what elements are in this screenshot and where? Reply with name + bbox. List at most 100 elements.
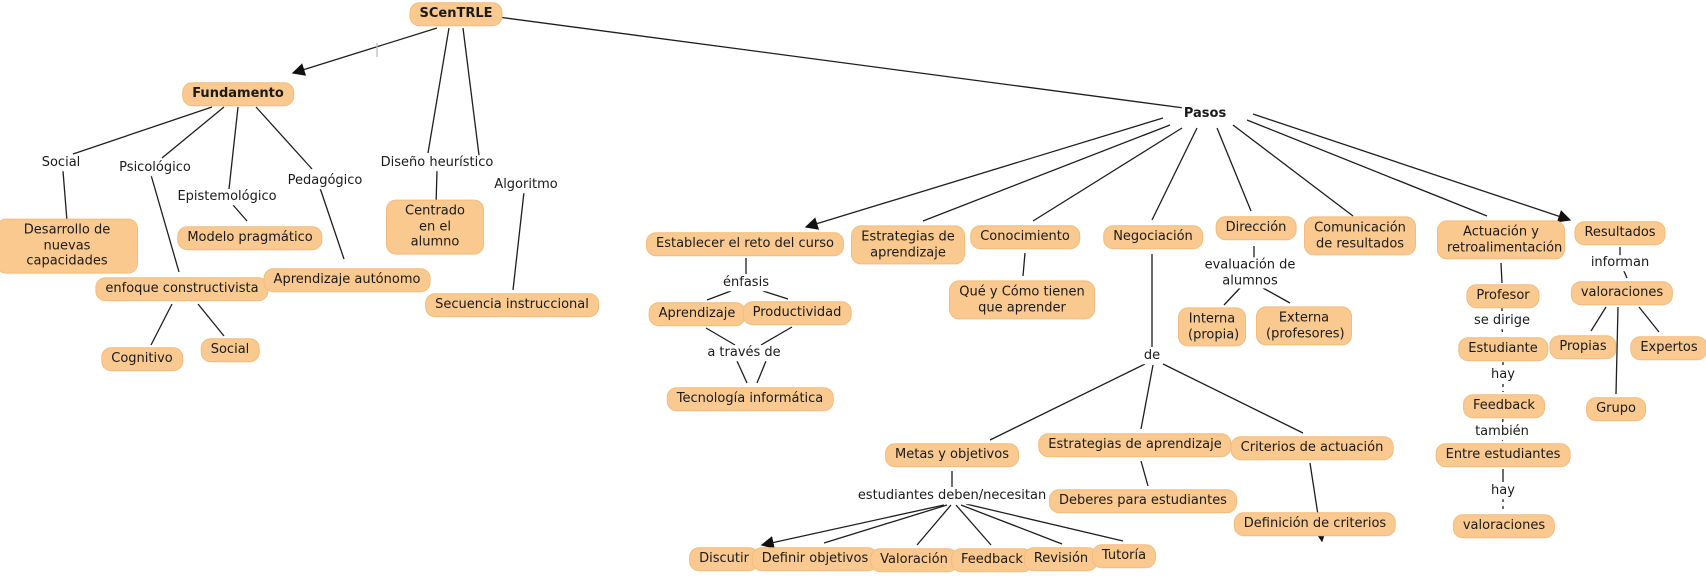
node-entre-estudiantes[interactable]: Entre estudiantes — [1435, 443, 1571, 467]
node-productividad[interactable]: Productividad — [742, 301, 852, 325]
phrase-se-dirige: se dirige — [1472, 313, 1532, 329]
phrase-pedagogico: Pedagógico — [285, 173, 365, 189]
node-estudiante[interactable]: Estudiante — [1458, 337, 1548, 361]
node-criterios-actuacion[interactable]: Criterios de actuación — [1230, 436, 1394, 460]
node-establecer-reto[interactable]: Establecer el reto del curso — [646, 232, 844, 256]
node-conocimiento[interactable]: Conocimiento — [970, 225, 1080, 249]
node-comunicacion-resultados[interactable]: Comunicación de resultados — [1304, 216, 1416, 256]
edge-line — [197, 303, 225, 337]
node-estrategias-aprendizaje-top[interactable]: Estrategias de aprendizaje — [851, 225, 965, 265]
node-definicion-criterios[interactable]: Definición de criterios — [1233, 512, 1397, 536]
node-aprendizaje[interactable]: Aprendizaje — [648, 302, 746, 326]
node-feedback-chain[interactable]: Feedback — [1463, 394, 1545, 418]
node-valoraciones-bottom[interactable]: valoraciones — [1452, 514, 1556, 538]
node-externa[interactable]: Externa (profesores) — [1256, 306, 1352, 346]
edge-line — [161, 106, 225, 159]
edge-line — [228, 106, 239, 190]
edge-line — [916, 504, 952, 546]
node-resultados[interactable]: Resultados — [1574, 221, 1666, 245]
edge-line — [1162, 363, 1304, 434]
phrase-epistemologico: Epistemológico — [175, 189, 279, 205]
edge-line — [989, 363, 1146, 441]
edge-line — [756, 360, 767, 384]
edge-line — [512, 191, 525, 291]
edge-line — [1246, 119, 1488, 217]
node-definir-objetivos[interactable]: Definir objetivos — [751, 547, 879, 571]
node-centrado-alumno[interactable]: Centrado en el alumno — [386, 199, 484, 255]
edge-line — [955, 504, 992, 546]
edge-line — [736, 360, 748, 384]
node-grupo[interactable]: Grupo — [1586, 397, 1646, 421]
edge-line — [255, 106, 313, 170]
node-cognitivo[interactable]: Cognitivo — [101, 347, 183, 371]
node-discutir[interactable]: Discutir — [689, 547, 759, 571]
node-valoracion[interactable]: Valoración — [870, 548, 958, 572]
phrase-algoritmo: Algoritmo — [492, 177, 560, 193]
phrase-tambien: también — [1473, 424, 1531, 440]
node-deberes-estudiantes[interactable]: Deberes para estudiantes — [1049, 489, 1237, 513]
node-tecnologia-informatica[interactable]: Tecnología informática — [666, 387, 834, 411]
node-que-como[interactable]: Qué y Cómo tienen que aprender — [949, 280, 1095, 320]
node-interna[interactable]: Interna (propia) — [1178, 307, 1246, 347]
edge-line — [760, 504, 945, 549]
node-fundamento[interactable]: Fundamento — [182, 82, 294, 106]
edge-line — [427, 27, 450, 154]
edge-line — [1590, 306, 1607, 332]
edge-line — [497, 16, 1185, 109]
edge-line — [760, 326, 793, 346]
node-negociacion[interactable]: Negociación — [1103, 225, 1203, 249]
edge-line — [922, 124, 1171, 222]
node-social[interactable]: Social — [200, 338, 260, 362]
edge-line — [1032, 127, 1183, 222]
phrase-evaluacion-alumnos: evaluación de alumnos — [1202, 257, 1298, 289]
edge-line — [1022, 252, 1026, 277]
phrase-a-traves-de: a través de — [705, 345, 783, 361]
node-enfoque-constructivista[interactable]: enfoque constructivista — [95, 277, 269, 301]
edge-line — [319, 187, 345, 260]
node-propias[interactable]: Propias — [1549, 335, 1617, 359]
edge-line — [1216, 127, 1252, 212]
edge-line — [1252, 113, 1572, 223]
phrase-de: de — [1141, 348, 1163, 364]
phrase-enfasis: énfasis — [721, 275, 771, 291]
edge-line — [1232, 124, 1354, 217]
phrase-diseno-heuristico: Diseño heurístico — [378, 155, 496, 171]
edge-line — [1501, 328, 1504, 336]
edge-line — [960, 504, 1063, 545]
node-expertos[interactable]: Expertos — [1630, 336, 1706, 360]
node-revision[interactable]: Revisión — [1023, 547, 1099, 571]
node-modelo-pragmatico[interactable]: Modelo pragmático — [177, 226, 323, 250]
phrase-estudiantes-deben: estudiantes deben/necesitan — [855, 488, 1049, 504]
node-scentrle[interactable]: SCenTRLE — [409, 2, 503, 26]
edge-line — [1615, 306, 1619, 395]
edge-line — [706, 290, 732, 301]
edge-line — [762, 290, 789, 300]
node-actuacion-retroalimentacion[interactable]: Actuación y retroalimentación — [1437, 220, 1565, 260]
edge-line — [72, 106, 213, 155]
node-desarrollo[interactable]: Desarrollo de nuevas capacidades — [0, 218, 138, 274]
edge-line — [1140, 460, 1149, 487]
phrase-hay-1: hay — [1489, 367, 1517, 383]
edge-line — [965, 503, 1124, 542]
edge-line — [804, 117, 1164, 230]
edge-line — [1140, 364, 1154, 430]
node-direccion[interactable]: Dirección — [1215, 216, 1297, 240]
edge-line — [62, 170, 68, 222]
edge-line — [232, 204, 248, 222]
node-aprendizaje-autonomo[interactable]: Aprendizaje autónomo — [263, 268, 431, 292]
edge-line — [462, 27, 482, 172]
phrase-hay-2: hay — [1489, 483, 1517, 499]
node-feedback-task[interactable]: Feedback — [951, 548, 1033, 572]
node-pasos[interactable]: Pasos — [1181, 106, 1229, 122]
node-tutoria[interactable]: Tutoría — [1091, 544, 1157, 568]
edge-line — [1500, 262, 1503, 284]
node-estrategias-aprendizaje-mid[interactable]: Estrategias de aprendizaje — [1038, 433, 1232, 457]
node-secuencia-instruccional[interactable]: Secuencia instruccional — [425, 293, 599, 317]
node-valoraciones-right[interactable]: valoraciones — [1570, 281, 1674, 305]
edge-line — [150, 303, 173, 346]
node-metas-objetivos[interactable]: Metas y objetivos — [885, 443, 1019, 467]
node-profesor[interactable]: Profesor — [1466, 284, 1540, 308]
phrase-psicologico: Psicológico — [117, 160, 193, 176]
